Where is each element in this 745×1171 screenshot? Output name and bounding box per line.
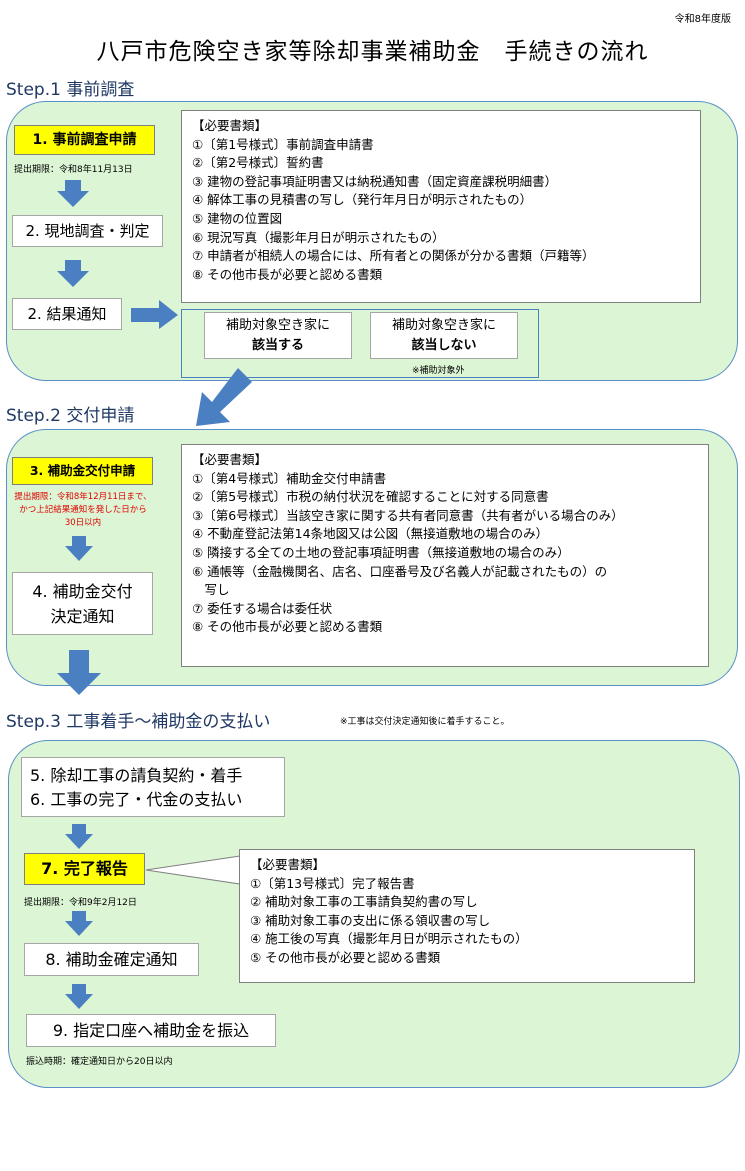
step2-item2-line1: 4. 補助金交付: [32, 582, 133, 601]
step1-doc-3: ③ 建物の登記事項証明書又は納税通知書（固定資産課税明細書）: [192, 173, 558, 189]
step3-item6-label: 6. 工事の完了・代金の支払い: [30, 790, 243, 809]
step3-heading: Step.3 工事着手～補助金の支払い: [6, 712, 271, 732]
step3-item9-label: 9. 指定口座へ補助金を振込: [52, 1021, 250, 1040]
down-arrow-3: [65, 536, 93, 561]
step2-doc-4: ④ 不動産登記法第14条地図又は公図（無接道敷地の場合のみ）: [192, 526, 549, 542]
step1-doc-8: ⑧ その他市長が必要と認める書類: [192, 266, 383, 282]
step1-heading: Step.1 事前調査: [6, 80, 135, 100]
step2-doc-5: ⑤ 隣接する全ての土地の登記事項証明書（無接道敷地の場合のみ）: [192, 544, 570, 560]
step3-item7-box: 7. 完了報告: [24, 853, 145, 885]
result-yes-line1: 補助対象空き家に: [225, 318, 330, 333]
page-title: 八戸市危険空き家等除却事業補助金 手続きの流れ: [96, 39, 649, 65]
diagonal-arrow: [196, 368, 252, 426]
step1-item1-label: 1. 事前調査申請: [32, 132, 137, 148]
step3-item5-label: 5. 除却工事の請負契約・着手: [30, 766, 243, 785]
step1-item1-box: 1. 事前調査申請: [14, 125, 155, 155]
right-arrow-1: [131, 300, 178, 329]
step1-docs-title: 【必要書類】: [192, 118, 268, 133]
step2-doc-3: ③〔第6号様式〕当該空き家に関する共有者同意書（共有者がいる場合のみ）: [192, 507, 624, 523]
result-no-box: 補助対象空き家に 該当しない: [370, 312, 518, 359]
step3-item9-box: 9. 指定口座へ補助金を振込: [26, 1014, 276, 1047]
result-no-line2: 該当しない: [411, 338, 477, 353]
step2-deadline: 提出期限：令和8年12月11日まで、 かつ上記結果通知を発した日から 30日以内: [10, 491, 156, 530]
step1-item3-box: 2. 結果通知: [12, 298, 122, 330]
step2-doc-2: ②〔第5号様式〕市税の納付状況を確認することに対する同意書: [192, 489, 549, 505]
step2-docs-title: 【必要書類】: [192, 452, 268, 467]
step1-item3-label: 2. 結果通知: [27, 305, 107, 323]
down-arrow-4: [57, 650, 101, 695]
step2-item1-label: 3. 補助金交付申請: [29, 463, 136, 478]
step3-note: ※工事は交付決定通知後に着手すること。: [340, 717, 510, 727]
result-yes-box: 補助対象空き家に 該当する: [204, 312, 352, 359]
step3-doc-5: ⑤ その他市長が必要と認める書類: [250, 949, 441, 965]
step1-doc-2: ②〔第2号様式〕誓約書: [192, 155, 324, 171]
step3-item8-label: 8. 補助金確定通知: [45, 950, 178, 969]
step2-deadline-line2: かつ上記結果通知を発した日から: [19, 505, 147, 515]
down-arrow-7: [65, 984, 93, 1009]
version-label: 令和8年度版: [674, 14, 731, 25]
step1-item2-box: 2. 現地調査・判定: [12, 215, 163, 247]
step2-docs: 【必要書類】 ①〔第4号様式〕補助金交付申請書 ②〔第5号様式〕市税の納付状況を…: [181, 444, 709, 667]
step3-doc-3: ③ 補助対象工事の支出に係る領収書の写し: [250, 912, 491, 928]
down-arrow-6: [65, 911, 93, 936]
step3-doc-2: ② 補助対象工事の工事請負契約書の写し: [250, 894, 478, 910]
step2-deadline-line3: 30日以内: [64, 518, 102, 528]
step1-doc-1: ①〔第1号様式〕事前調査申請書: [192, 136, 374, 152]
down-arrow-1: [57, 180, 89, 207]
step3-doc-4: ④ 施工後の写真（撮影年月日が明示されたもの）: [250, 931, 528, 947]
step3-deadline7: 提出期限：令和9年2月12日: [24, 898, 137, 908]
down-arrow-5: [65, 824, 93, 849]
result-yes-line2: 該当する: [251, 338, 304, 353]
step1-doc-5: ⑤ 建物の位置図: [192, 210, 283, 226]
step1-deadline: 提出期限：令和8年11月13日: [14, 165, 133, 175]
step2-heading: Step.2 交付申請: [6, 406, 135, 426]
step2-doc-6: ⑥ 通帳等（金融機関名、店名、口座番号及び名義人が記載されたもの）の: [192, 563, 608, 579]
step3-item8-box: 8. 補助金確定通知: [24, 943, 199, 976]
step3-item7-label: 7. 完了報告: [41, 859, 128, 878]
step2-item2-line2: 決定通知: [50, 607, 115, 626]
step3-docs: 【必要書類】 ①〔第13号様式〕完了報告書 ② 補助対象工事の工事請負契約書の写…: [239, 849, 695, 983]
step1-doc-7: ⑦ 申請者が相続人の場合には、所有者との関係が分かる書類（戸籍等）: [192, 248, 595, 264]
step2-doc-6-cont: 写し: [192, 582, 230, 598]
step2-item1-box: 3. 補助金交付申請: [12, 457, 153, 485]
step3-docs-title: 【必要書類】: [250, 857, 326, 872]
step3-deadline9: 振込時期：確定通知日から20日以内: [26, 1057, 173, 1067]
step1-doc-6: ⑥ 現況写真（撮影年月日が明示されたもの）: [192, 229, 445, 245]
step2-doc-7: ⑦ 委任する場合は委任状: [192, 600, 333, 616]
step3-item56-box: 5. 除却工事の請負契約・着手 6. 工事の完了・代金の支払い: [21, 757, 285, 817]
step1-docs: 【必要書類】 ①〔第1号様式〕事前調査申請書 ②〔第2号様式〕誓約書 ③ 建物の…: [181, 110, 701, 303]
step2-doc-8: ⑧ その他市長が必要と認める書類: [192, 619, 383, 635]
step2-item2-box: 4. 補助金交付 決定通知: [12, 572, 153, 635]
callout-pointer: [145, 855, 242, 885]
step3-doc-1: ①〔第13号様式〕完了報告書: [250, 875, 415, 891]
step2-deadline-line1: 提出期限：令和8年12月11日まで、: [14, 492, 152, 502]
step2-doc-1: ①〔第4号様式〕補助金交付申請書: [192, 470, 387, 486]
result-no-note: ※補助対象外: [412, 366, 465, 376]
step1-doc-4: ④ 解体工事の見積書の写し（発行年月日が明示されたもの）: [192, 192, 533, 208]
result-no-line1: 補助対象空き家に: [391, 318, 496, 333]
down-arrow-2: [57, 260, 89, 287]
step1-item2-label: 2. 現地調査・判定: [25, 222, 150, 240]
